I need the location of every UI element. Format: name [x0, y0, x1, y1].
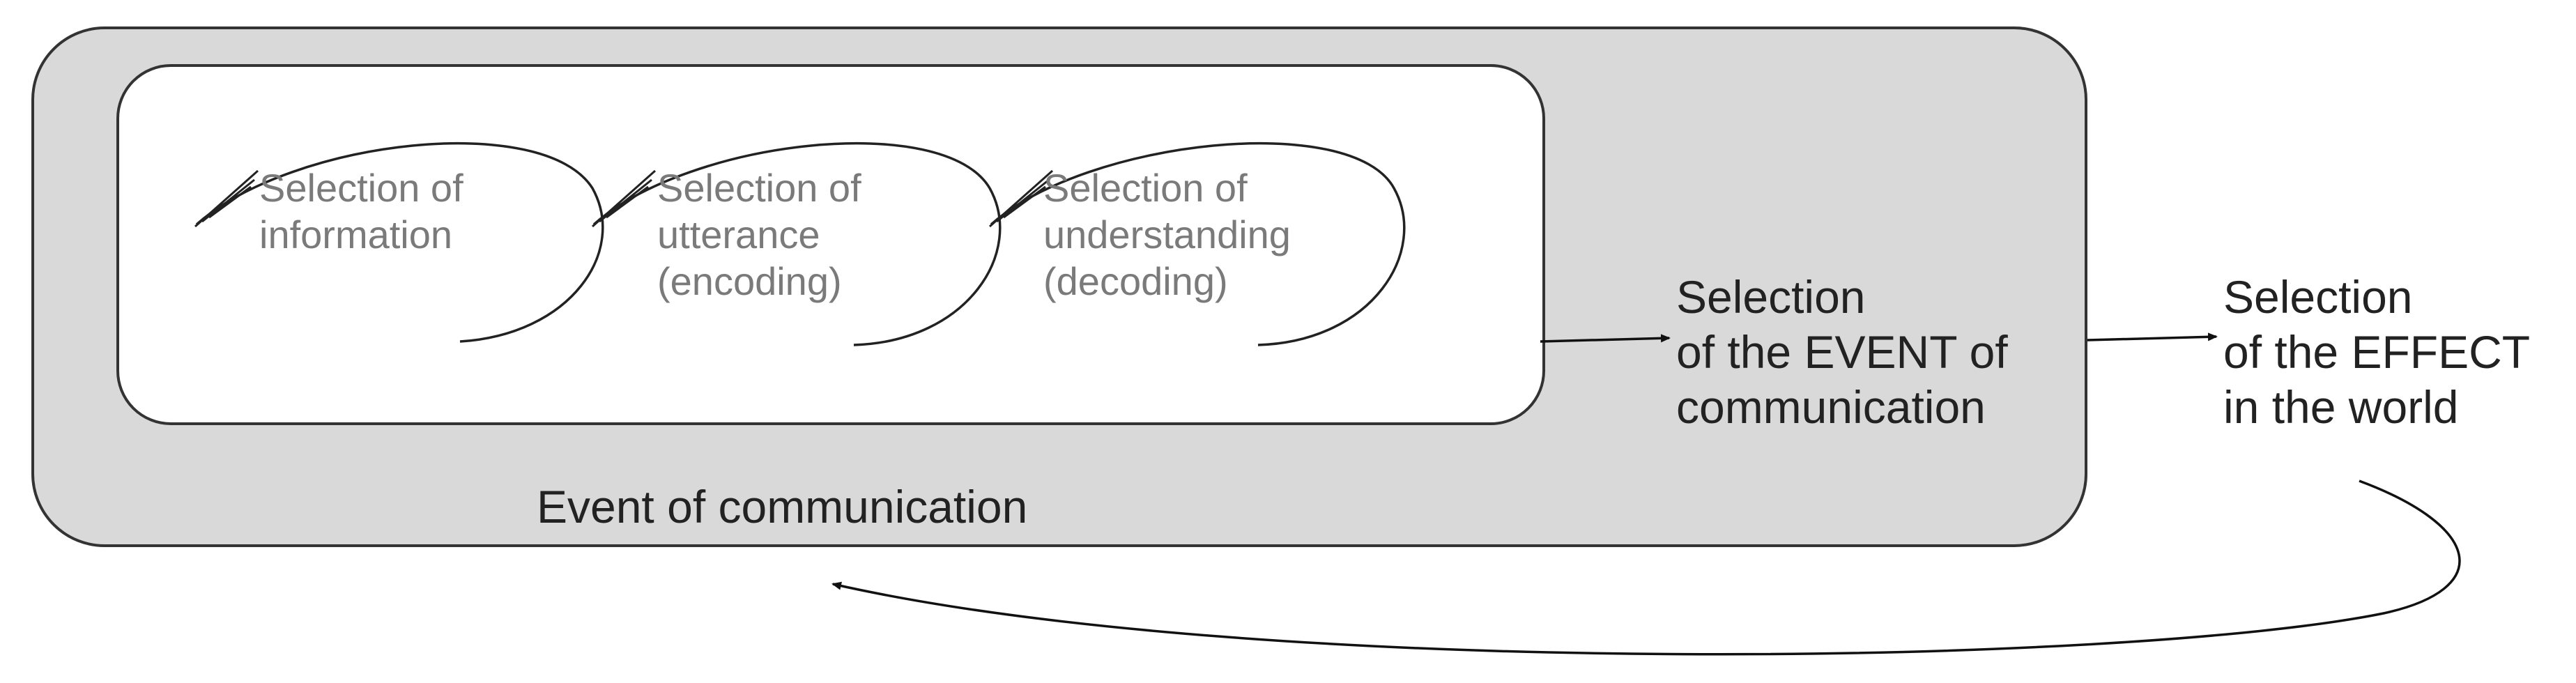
step-selection-of-understanding: Selection of understanding (decoding)	[1043, 166, 1291, 304]
hatch-mark-information	[194, 169, 259, 228]
feedback-arrow	[831, 479, 2461, 656]
loop-curve-information	[195, 141, 604, 343]
arrow-to-event-selection	[1540, 334, 1671, 343]
step-selection-of-information: Selection of information	[259, 166, 463, 257]
loop-curve-understanding	[990, 141, 1406, 346]
step-selection-of-utterance: Selection of utterance (encoding)	[657, 166, 861, 304]
arrow-to-effect-selection	[2087, 332, 2218, 342]
event-of-communication-label: Event of communication	[537, 481, 1028, 532]
selection-of-effect-label: Selection of the EFFECT in the world	[2223, 271, 2531, 433]
loop-curve-utterance	[592, 141, 1002, 346]
selection-of-event-label: Selection of the EVENT of communication	[1676, 271, 2008, 433]
hatch-mark-understanding	[989, 169, 1053, 228]
hatch-mark-utterance	[592, 169, 656, 228]
inner-selection-box	[116, 64, 1545, 425]
